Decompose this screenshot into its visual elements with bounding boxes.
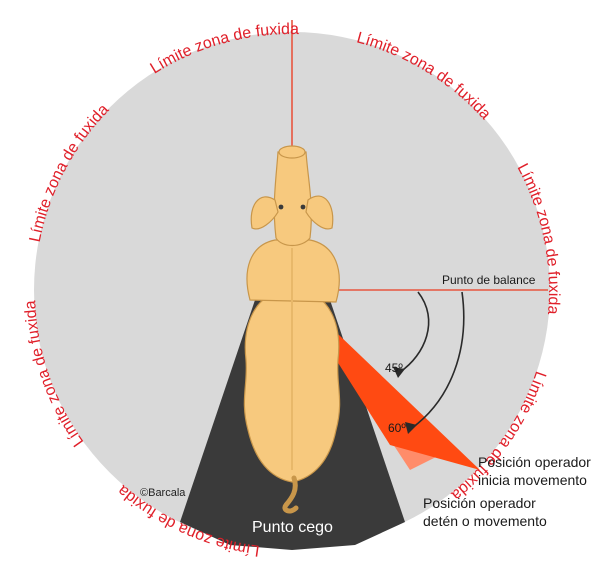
operator-start-label-line2: inicia movemento [478, 472, 587, 488]
blind-spot-label: Punto cego [252, 519, 333, 536]
animal-top-view [244, 146, 339, 511]
operator-stop-label-line2: detén o movemento [423, 513, 547, 529]
animal-head [274, 152, 311, 246]
balance-point-label: Punto de balance [442, 273, 536, 287]
angle-45-label: 45º [385, 361, 403, 375]
operator-start-label-line1: Posición operador [478, 454, 591, 470]
operator-stop-label-line1: Posición operador [423, 495, 536, 511]
animal-snout [279, 146, 305, 158]
animal-right-eye [301, 205, 306, 210]
credit-label: ©Barcala [140, 487, 186, 499]
angle-60-label: 60º [388, 421, 406, 435]
animal-shoulders [247, 240, 339, 302]
animal-left-eye [279, 205, 284, 210]
